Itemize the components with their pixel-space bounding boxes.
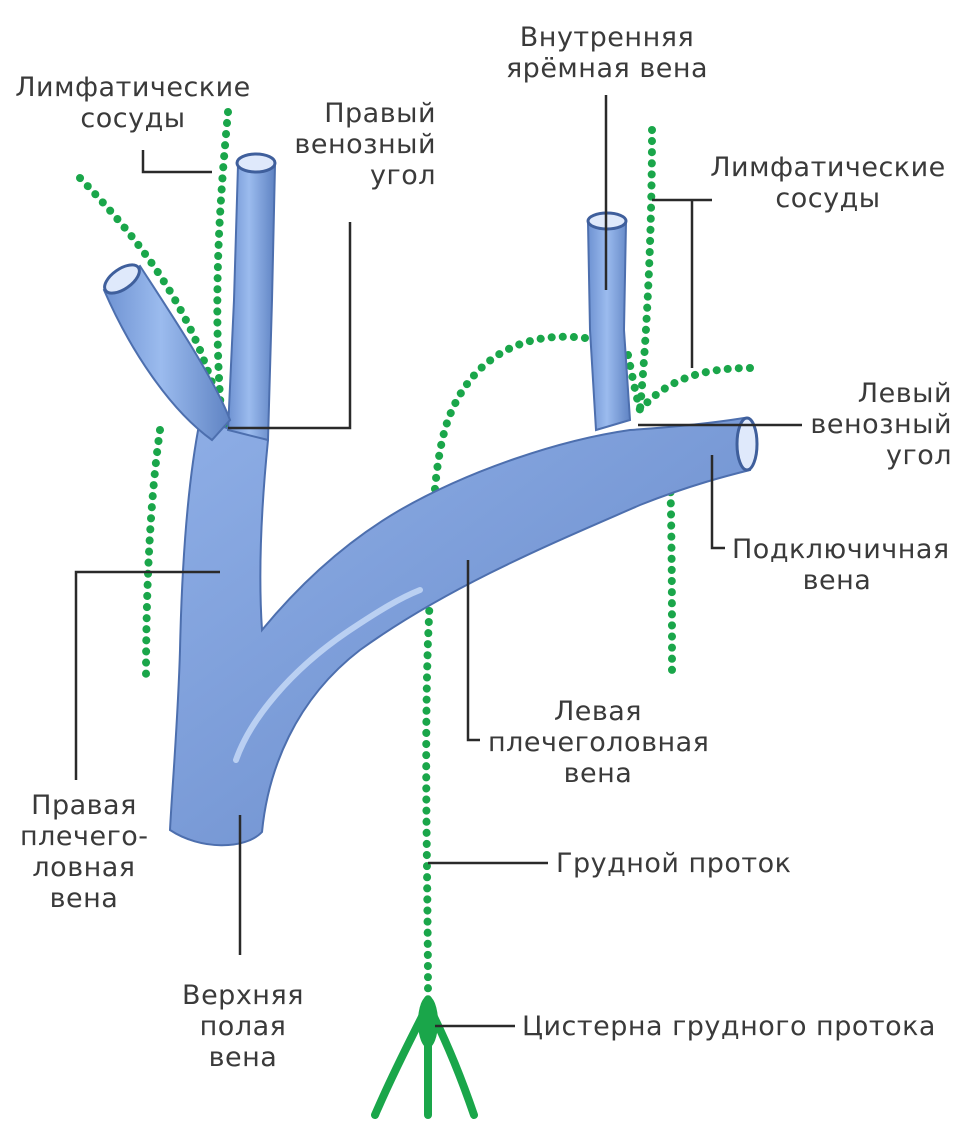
thoracic-duct bbox=[426, 337, 585, 1000]
lymph-vessel-right-junction bbox=[628, 355, 640, 410]
label-thoracic-duct: Грудной проток bbox=[556, 848, 796, 879]
label-lymph-vessels-left: Лимфатические сосуды bbox=[14, 72, 252, 134]
leader-lymph-right bbox=[652, 200, 712, 368]
leader-lymph-left bbox=[143, 150, 212, 172]
lymph-vessel-left-down bbox=[146, 430, 160, 680]
label-left-brachiocephalic-vein: Левая плечеголовная вена bbox=[488, 696, 708, 789]
label-lymph-vessels-right: Лимфатические сосуды bbox=[708, 152, 948, 214]
label-left-venous-angle: Левый венозный угол bbox=[790, 378, 952, 471]
cisterna-body bbox=[418, 996, 438, 1048]
vein-left-jugular bbox=[588, 222, 630, 430]
lymph-vessel-right-side bbox=[640, 368, 750, 410]
vein-right-jugular bbox=[228, 165, 275, 440]
leader-left-brachiocephalic bbox=[468, 560, 480, 740]
lymph-vessel-left-inner bbox=[217, 112, 228, 425]
label-subclavian-vein: Подключичная вена bbox=[732, 534, 942, 596]
label-superior-vena-cava: Верхняя полая вена bbox=[178, 980, 308, 1073]
lymph-vessel-right-down bbox=[670, 470, 672, 680]
label-right-brachiocephalic-vein: Правая плечего- ловная вена bbox=[20, 790, 148, 914]
cisterna-drawing bbox=[375, 996, 474, 1115]
label-right-venous-angle: Правый венозный угол bbox=[268, 98, 436, 191]
label-internal-jugular-vein: Внутренняя ярёмная вена bbox=[498, 22, 716, 84]
label-cisterna-chyli: Цистерна грудного протока bbox=[522, 1011, 922, 1042]
lymph-vessel-right-top bbox=[640, 130, 652, 410]
